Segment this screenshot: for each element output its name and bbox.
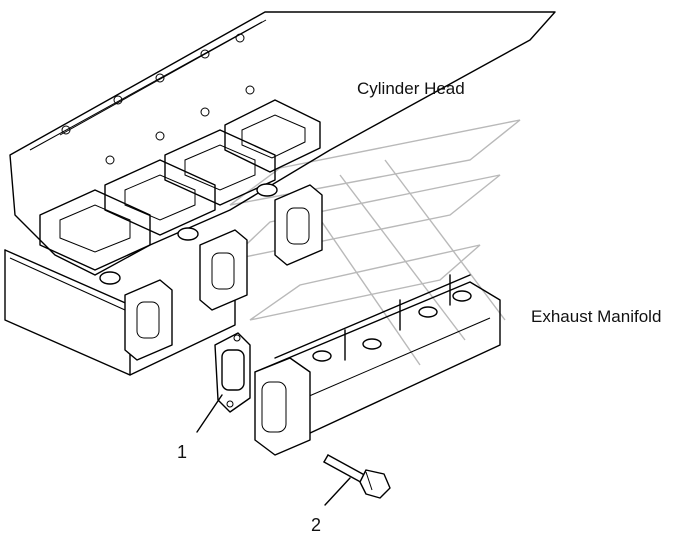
manifold-bolt-part-2 [323,454,391,499]
callout-number-2: 2 [311,515,321,535]
cylinder-head-drawing [4,11,556,376]
exhaust-gasket-part-1 [214,332,251,413]
label-exhaust-manifold: Exhaust Manifold [531,307,661,326]
label-cylinder-head: Cylinder Head [357,79,465,98]
callout-leader-2 [324,477,351,506]
callout-number-1: 1 [177,442,187,462]
head-exhaust-ports [124,184,323,361]
callout-leader-1 [196,394,223,433]
valve-pockets [39,99,321,271]
head-bolt-holes [61,33,255,165]
exhaust-manifold-drawing [254,274,501,456]
